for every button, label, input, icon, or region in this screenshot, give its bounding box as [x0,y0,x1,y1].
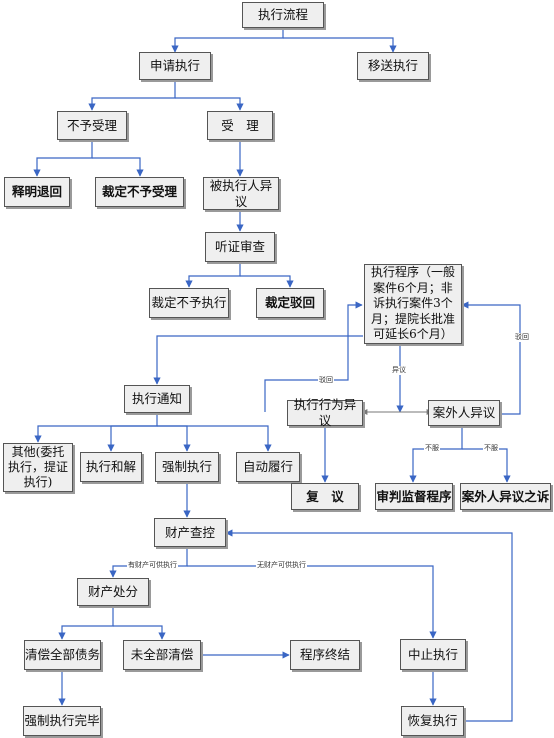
edge-label-disagree: 不服 [424,444,440,453]
node-reject: 不予受理 [57,111,127,140]
node-settlement: 执行和解 [80,452,142,482]
node-property-search: 财产查控 [154,518,226,547]
node-ruling-no-exec: 裁定不予执行 [149,288,229,318]
node-act-objection: 执行行为异议 [287,397,363,428]
node-explain-return: 释明退回 [4,177,70,207]
node-enforce-done: 强制执行完毕 [23,706,101,736]
node-ruling-reject: 裁定不予受理 [95,177,184,207]
node-apply: 申请执行 [139,52,211,80]
node-procedure: 执行程序（一般案件6个月；非诉执行案件3个月；提院长批准可延长6个月） [364,264,462,344]
node-termination: 程序终结 [290,640,360,670]
node-outsider-suit: 案外人异议之诉 [460,483,551,510]
node-partial-pay: 未全部清偿 [123,640,201,670]
edge-label-has-property: 有财产可供执行 [127,561,178,570]
node-accept: 受 理 [207,111,273,140]
edge-label-rejected-2: 驳回 [514,333,530,342]
node-notice: 执行通知 [124,385,190,413]
node-trial-supervision: 审判监督程序 [375,483,453,510]
edge-label-objection: 异议 [391,366,407,375]
node-transfer: 移送执行 [357,52,429,80]
node-root: 执行流程 [242,2,324,28]
node-ruling-dismiss: 裁定驳回 [256,288,324,318]
node-resume: 恢复执行 [401,706,464,736]
node-full-pay: 清偿全部债务 [24,640,101,670]
node-review: 复 议 [291,483,359,510]
edge-label-agree: 不服 [483,444,499,453]
node-enforcement: 强制执行 [155,452,219,482]
node-property-disposal: 财产处分 [77,578,149,606]
node-outsider-objection: 案外人异议 [428,400,500,426]
node-voluntary: 自动履行 [236,452,300,482]
node-hearing: 听证审查 [205,232,275,262]
edge-label-rejected: 驳回 [318,376,334,385]
node-other: 其他(委托执行，提证执行) [3,443,73,492]
edge-label-no-property: 无财产可供执行 [256,561,307,570]
node-suspend: 中止执行 [400,639,466,670]
node-objection-party: 被执行人异议 [203,177,279,210]
